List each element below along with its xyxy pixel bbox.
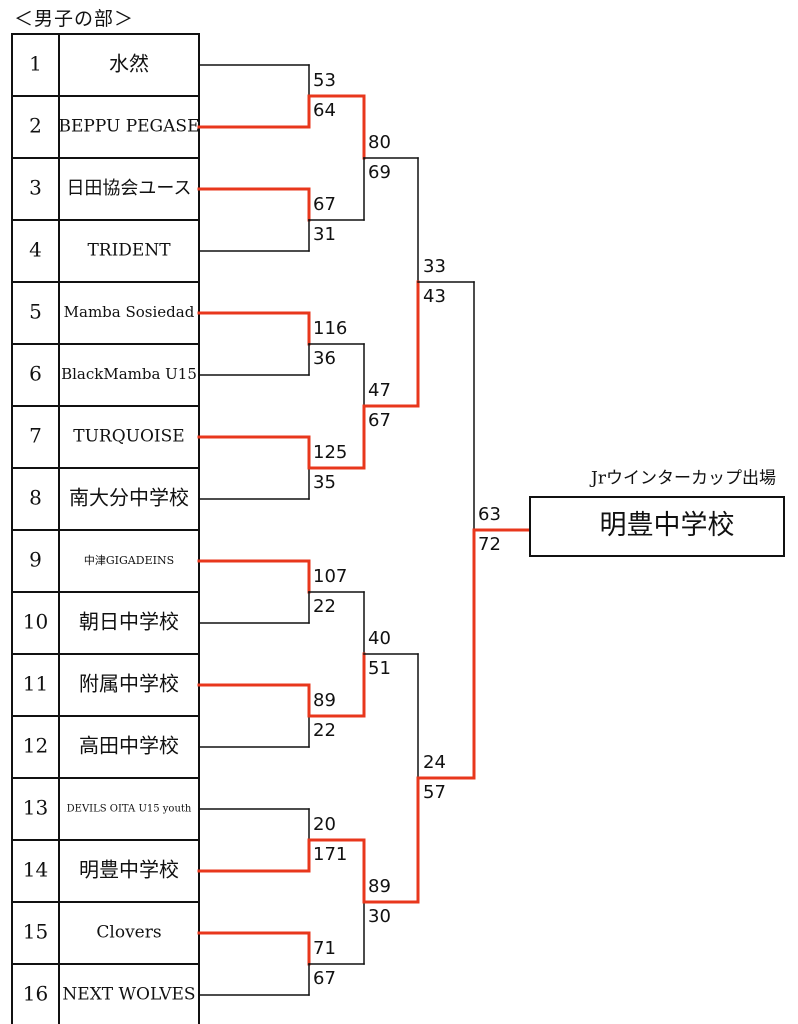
score-top: 24: [423, 752, 446, 773]
score-bottom: 51: [368, 658, 391, 679]
team-seed: 6: [29, 362, 42, 386]
score-top: 80: [368, 132, 391, 153]
team-seed: 12: [23, 734, 48, 758]
team-seed: 5: [29, 300, 42, 324]
champion-name: 明豊中学校: [600, 510, 735, 541]
score-bottom: 22: [313, 596, 336, 617]
team-seed: 14: [23, 858, 48, 882]
score-bottom: 22: [313, 720, 336, 741]
score-bottom: 31: [313, 224, 336, 245]
team-name: 中津GIGADEINS: [84, 554, 174, 567]
team-name: 附属中学校: [79, 672, 179, 696]
score-top: 89: [368, 876, 391, 897]
team-name: TURQUOISE: [73, 427, 184, 447]
team-name: NEXT WOLVES: [62, 985, 195, 1005]
score-top: 71: [313, 938, 336, 959]
score-bottom: 72: [478, 534, 501, 555]
score-bottom: 30: [368, 906, 391, 927]
team-name: 高田中学校: [79, 734, 179, 758]
team-name: 明豊中学校: [79, 858, 179, 882]
score-bottom: 36: [313, 348, 336, 369]
score-top: 63: [478, 504, 501, 525]
score-top: 40: [368, 628, 391, 649]
team-seed: 4: [29, 238, 42, 262]
score-bottom: 57: [423, 782, 446, 803]
team-name: TRIDENT: [87, 241, 171, 261]
score-bottom: 35: [313, 472, 336, 493]
score-top: 116: [313, 318, 347, 339]
team-seed: 16: [23, 982, 48, 1006]
score-top: 89: [313, 690, 336, 711]
team-seed: 3: [29, 176, 42, 200]
team-name: Clovers: [96, 923, 161, 943]
score-top: 125: [313, 442, 347, 463]
score-top: 47: [368, 380, 391, 401]
champion-label: Jrウインターカップ出場: [589, 469, 776, 489]
team-seed: 7: [29, 424, 42, 448]
score-top: 20: [313, 814, 336, 835]
team-seed: 10: [23, 610, 48, 634]
score-bottom: 171: [313, 844, 347, 865]
team-name: 日田協会ユース: [66, 178, 191, 199]
team-name: 水然: [109, 52, 149, 76]
team-seed: 2: [29, 114, 42, 138]
score-bottom: 67: [313, 968, 336, 989]
score-bottom: 43: [423, 286, 446, 307]
team-seed: 9: [29, 548, 42, 572]
team-seed: 1: [29, 52, 42, 76]
score-top: 53: [313, 70, 336, 91]
score-bottom: 64: [313, 100, 336, 121]
score-bottom: 67: [368, 410, 391, 431]
team-name: BlackMamba U15: [61, 365, 197, 383]
team-seed: 15: [23, 920, 48, 944]
team-name: Mamba Sosiedad: [64, 303, 195, 321]
score-top: 67: [313, 194, 336, 215]
score-top: 33: [423, 256, 446, 277]
team-seed: 13: [23, 796, 48, 820]
score-top: 107: [313, 566, 347, 587]
team-name: 朝日中学校: [79, 610, 179, 634]
team-name: BEPPU PEGASE: [59, 117, 200, 137]
score-bottom: 69: [368, 162, 391, 183]
team-name: 南大分中学校: [69, 486, 189, 510]
champion-box: [529, 496, 785, 557]
team-seed: 8: [29, 486, 42, 510]
division-title: ＜男子の部＞: [14, 8, 135, 30]
team-seed: 11: [23, 672, 48, 696]
team-name: DEVILS OITA U15 youth: [67, 804, 192, 815]
